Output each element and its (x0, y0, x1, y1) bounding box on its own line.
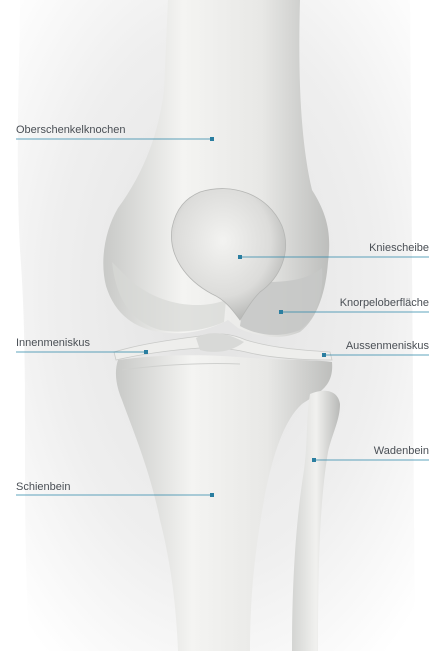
label-innenmeniskus: Innenmeniskus (16, 337, 90, 349)
marker-schienbein (210, 493, 214, 497)
label-kniescheibe: Kniescheibe (369, 242, 429, 254)
marker-knorpeloberflaeche (279, 310, 283, 314)
marker-wadenbein (312, 458, 316, 462)
label-knorpeloberflaeche: Knorpeloberfläche (340, 297, 429, 309)
label-schienbein: Schienbein (16, 481, 70, 493)
marker-kniescheibe (238, 255, 242, 259)
marker-oberschenkelknochen (210, 137, 214, 141)
label-aussenmeniskus: Aussenmeniskus (346, 340, 429, 352)
label-wadenbein: Wadenbein (374, 445, 429, 457)
marker-innenmeniskus (144, 350, 148, 354)
label-oberschenkelknochen: Oberschenkelknochen (16, 124, 125, 136)
marker-aussenmeniskus (322, 353, 326, 357)
